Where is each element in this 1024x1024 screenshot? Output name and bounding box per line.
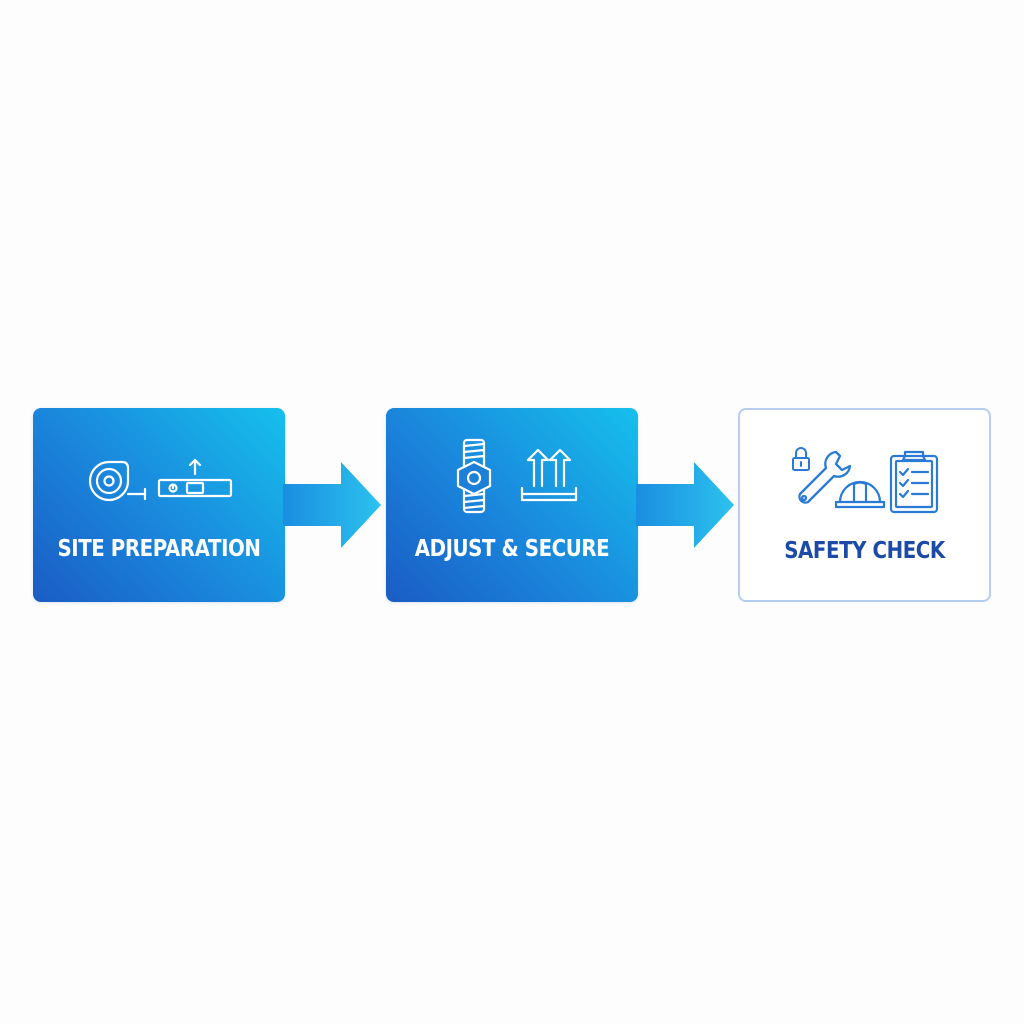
flow-arrow — [636, 462, 734, 548]
step-icons — [386, 438, 638, 514]
wrench-icon — [798, 450, 852, 504]
padlock-icon — [792, 447, 810, 471]
lift-arrows-icon — [520, 448, 578, 502]
checklist-clipboard-icon — [889, 450, 939, 514]
step-label: SITE PREPARATION — [57, 536, 261, 562]
step-icons — [740, 446, 989, 516]
step-adjust-secure: ADJUST & SECURE — [386, 408, 638, 602]
hard-hat-icon — [834, 480, 886, 509]
step-label: SAFETY CHECK — [784, 538, 945, 564]
tape-measure-icon — [88, 460, 147, 502]
flow-arrow — [283, 462, 381, 548]
threaded-bolt-nut-icon — [456, 438, 492, 514]
step-site-preparation: SITE PREPARATION — [33, 408, 285, 602]
step-icons — [33, 444, 285, 514]
spirit-level-icon — [157, 458, 233, 498]
step-safety-check: SAFETY CHECK — [738, 408, 991, 602]
step-label: ADJUST & SECURE — [414, 536, 610, 562]
